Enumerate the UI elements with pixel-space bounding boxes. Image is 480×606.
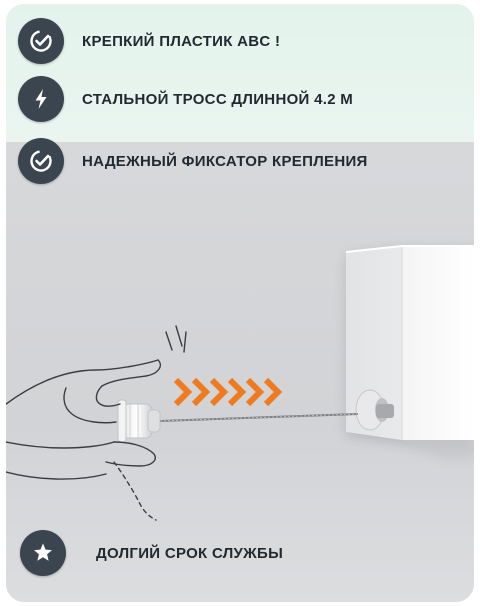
cable-device-box	[345, 245, 474, 454]
check-circle-icon	[18, 138, 64, 184]
feature-label-durability: ДОЛГИЙ СРОК СЛУЖБЫ	[96, 544, 284, 562]
product-illustration	[6, 245, 474, 521]
star-icon	[20, 530, 66, 576]
feature-label-lock: НАДЕЖНЫЙ ФИКСАТОР КРЕПЛЕНИЯ	[82, 152, 368, 170]
direction-arrows	[173, 377, 283, 407]
feature-band	[6, 4, 474, 142]
hand-sketch	[6, 325, 187, 521]
feature-item-plastic: КРЕПКИЙ ПЛАСТИК ABC !	[18, 18, 280, 64]
feature-label-cable: СТАЛЬНОЙ ТРОСС ДЛИННОЙ 4.2 М	[82, 90, 354, 108]
feature-item-cable: СТАЛЬНОЙ ТРОСС ДЛИННОЙ 4.2 М	[18, 76, 353, 122]
check-circle-icon	[18, 18, 64, 64]
cable-outlet-knob	[355, 389, 394, 431]
cable-hook	[117, 399, 161, 443]
product-feature-card: КРЕПКИЙ ПЛАСТИК ABC ! СТАЛЬНОЙ ТРОСС ДЛИ…	[6, 4, 474, 602]
steel-cable	[159, 413, 359, 422]
lightning-icon	[18, 76, 64, 122]
feature-item-durability: ДОЛГИЙ СРОК СЛУЖБЫ	[20, 530, 283, 576]
feature-item-lock: НАДЕЖНЫЙ ФИКСАТОР КРЕПЛЕНИЯ	[18, 138, 368, 184]
feature-label-plastic: КРЕПКИЙ ПЛАСТИК ABC !	[82, 32, 281, 50]
